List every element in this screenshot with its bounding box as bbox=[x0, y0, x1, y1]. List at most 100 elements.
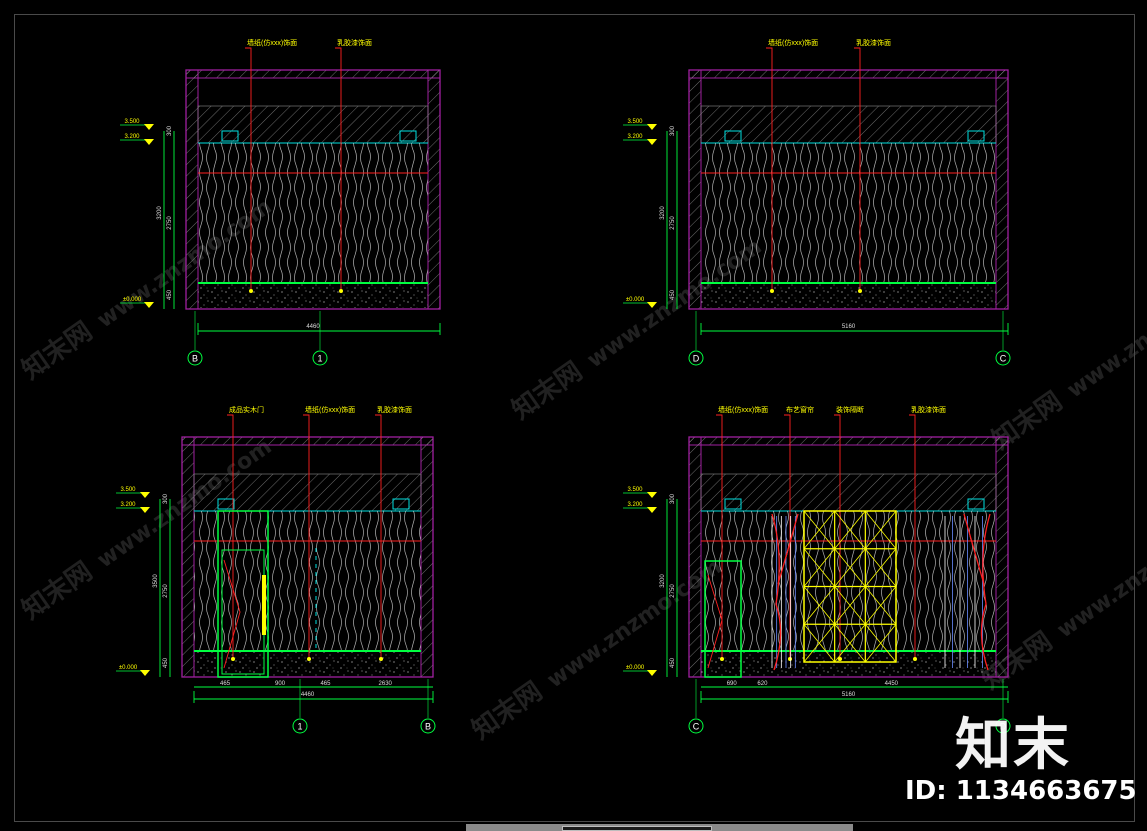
callout-label: 墙纸(仿xxx)饰面 bbox=[718, 405, 768, 414]
slab-top bbox=[185, 69, 441, 79]
callout-leader bbox=[303, 414, 310, 659]
wall-left bbox=[688, 69, 702, 310]
axis-bubble bbox=[420, 718, 436, 734]
elevations-layer: 墙纸(仿xxx)饰面乳胶漆饰面300320027504503.5003.200±… bbox=[116, 38, 1011, 734]
level-mark-icon bbox=[647, 302, 657, 308]
callout-leader bbox=[375, 414, 382, 659]
axis-label: 1 bbox=[317, 354, 322, 364]
callout-dot bbox=[307, 657, 311, 661]
level-mark-text: 3.500 bbox=[627, 119, 643, 125]
callout-label: 乳胶漆饰面 bbox=[377, 405, 412, 414]
level-mark-icon bbox=[140, 492, 150, 498]
brand-id-label: ID: 1134663675 bbox=[905, 776, 1137, 806]
wall-left bbox=[181, 436, 195, 678]
dimension-horizontal-text: 4460 bbox=[306, 324, 320, 330]
dimension-horizontal-text: 2630 bbox=[379, 681, 393, 687]
axis-bubble bbox=[688, 350, 704, 366]
level-mark-text: 3.500 bbox=[120, 487, 136, 493]
callout-label: 乳胶漆饰面 bbox=[856, 38, 891, 47]
level-mark-text: ±0.000 bbox=[119, 665, 138, 671]
partition-diagonal bbox=[865, 586, 897, 625]
dimension-vertical-text: 2750 bbox=[163, 584, 169, 598]
partition-diagonal bbox=[834, 510, 866, 550]
elevation-3: 成品实木门墙纸(仿xxx)饰面乳胶漆饰面300350027504503.5003… bbox=[116, 405, 436, 734]
callout-leader bbox=[854, 47, 861, 291]
dimension-horizontal-text: 620 bbox=[757, 681, 768, 687]
partition-diagonal bbox=[803, 586, 835, 625]
dimension-horizontal-text: 465 bbox=[320, 681, 331, 687]
dimension-vertical-text: 3200 bbox=[660, 574, 666, 588]
dimension-vertical-text: 300 bbox=[670, 125, 676, 136]
wallpaper-finish bbox=[194, 511, 421, 651]
curtain-tieback bbox=[777, 513, 799, 585]
dimension-vertical-text: 300 bbox=[670, 493, 676, 504]
ceiling-void bbox=[193, 473, 422, 512]
ceiling-light-icon bbox=[967, 498, 985, 510]
floor-finish bbox=[198, 284, 428, 308]
dimension-vertical-text: 450 bbox=[163, 657, 169, 668]
partition-diagonal bbox=[803, 510, 835, 550]
door-frame bbox=[217, 510, 269, 678]
callout-label: 成品实木门 bbox=[229, 405, 264, 414]
slab-top bbox=[688, 436, 1009, 446]
dimension-vertical-text: 450 bbox=[670, 657, 676, 668]
callout-dot bbox=[249, 289, 253, 293]
callout-dot bbox=[838, 657, 842, 661]
level-mark-icon bbox=[647, 670, 657, 676]
curtain-tieback bbox=[963, 513, 985, 585]
dimension-vertical-text: 300 bbox=[167, 125, 173, 136]
partition-diagonal bbox=[834, 548, 866, 587]
door-frame bbox=[704, 560, 742, 678]
door-handle bbox=[262, 575, 266, 635]
level-mark-text: 3.200 bbox=[627, 502, 643, 508]
ceiling-light-icon bbox=[724, 130, 742, 142]
axis-bubble bbox=[688, 718, 704, 734]
curtain-drape bbox=[771, 513, 782, 671]
curtain-drape bbox=[980, 513, 991, 671]
axis-label: B bbox=[192, 354, 198, 364]
dimension-horizontal-text: 900 bbox=[275, 681, 286, 687]
floor-finish bbox=[701, 652, 996, 676]
door-swing-line bbox=[707, 574, 723, 669]
wall-left bbox=[185, 69, 199, 310]
bottom-scrollbar-thumb[interactable] bbox=[562, 826, 712, 831]
wallpaper-finish bbox=[701, 511, 996, 651]
ceiling-light-icon bbox=[724, 498, 742, 510]
dimension-vertical-text: 3200 bbox=[157, 206, 163, 220]
dimension-vertical-text: 3200 bbox=[660, 206, 666, 220]
callout-leader bbox=[245, 47, 252, 291]
axis-label: 1 bbox=[297, 722, 302, 732]
wall-right bbox=[995, 69, 1009, 310]
axis-bubble bbox=[312, 350, 328, 366]
wallpaper-finish bbox=[198, 143, 428, 283]
callout-label: 墙纸(仿xxx)饰面 bbox=[768, 38, 818, 47]
callout-leader bbox=[335, 47, 342, 291]
callout-leader bbox=[909, 414, 916, 659]
callout-label: 布艺窗帘 bbox=[786, 405, 814, 414]
level-mark-text: 3.200 bbox=[124, 134, 140, 140]
callout-leader bbox=[834, 414, 841, 659]
level-mark-text: 3.500 bbox=[627, 487, 643, 493]
level-mark-text: ±0.000 bbox=[123, 297, 142, 303]
dimension-vertical-text: 2750 bbox=[670, 584, 676, 598]
partition-diagonal bbox=[803, 623, 835, 663]
ceiling-void bbox=[700, 105, 997, 144]
level-mark-icon bbox=[140, 670, 150, 676]
callout-dot bbox=[720, 657, 724, 661]
elevation-2: 墙纸(仿xxx)饰面乳胶漆饰面300320027504503.5003.200±… bbox=[623, 38, 1011, 366]
axis-bubble bbox=[292, 718, 308, 734]
axis-label: D bbox=[1000, 722, 1007, 732]
elevation-1: 墙纸(仿xxx)饰面乳胶漆饰面300320027504503.5003.200±… bbox=[120, 38, 441, 366]
watermark-brand-text: 知末网 bbox=[17, 556, 98, 625]
dimension-horizontal-text: 5160 bbox=[842, 324, 856, 330]
level-mark-text: 3.500 bbox=[124, 119, 140, 125]
ceiling-light-icon bbox=[967, 130, 985, 142]
ceiling-light-icon bbox=[392, 498, 410, 510]
brand-logo-text: 知末 bbox=[955, 713, 1071, 778]
level-mark-text: ±0.000 bbox=[626, 665, 645, 671]
dimension-vertical-text: 450 bbox=[670, 289, 676, 300]
watermark-brand-text: 知末网 bbox=[17, 316, 98, 385]
wall-right bbox=[995, 436, 1009, 678]
